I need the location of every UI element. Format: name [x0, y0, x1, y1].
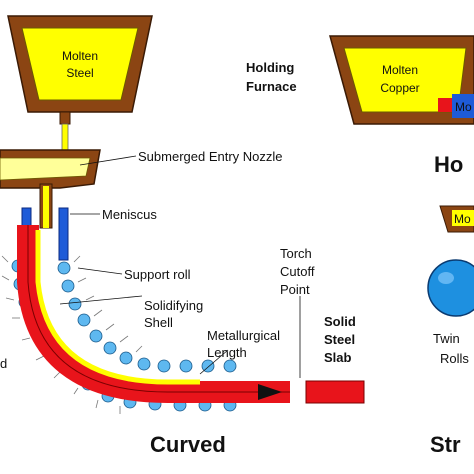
horizontal-caster-title-cut: Ho: [434, 152, 463, 177]
molten-copper-label-line1: Molten: [382, 63, 418, 77]
nozzle-flow: [43, 186, 49, 228]
solid-steel-slab: [305, 380, 365, 404]
twin-rolls-label-line2: Rolls: [440, 351, 469, 366]
curved-strand: [17, 225, 290, 403]
strip-caster-tundish: Mo: [439, 205, 474, 233]
meniscus-label: Meniscus: [102, 207, 157, 222]
metallurgical-length-label-line2: Length: [207, 345, 247, 360]
twin-roll: [427, 259, 474, 317]
molten-steel-label-line1: Molten: [62, 49, 98, 63]
solid-steel-slab-label-line2: Steel: [324, 332, 355, 347]
curved-caster-title: Curved: [150, 432, 226, 457]
twin-rolls-label-line1: Twin: [433, 331, 460, 346]
metallurgical-length-label-line1: Metallurgical: [207, 328, 280, 343]
tundish: [0, 149, 101, 189]
torch-cutoff-label-line3: Point: [280, 282, 310, 297]
horizontal-mold-label-cut: Mo: [455, 100, 472, 114]
solid-steel-slab-label-line3: Slab: [324, 350, 352, 365]
support-roll-label: Support roll: [124, 267, 191, 282]
furnace-outlet: [438, 98, 452, 112]
molten-steel-label-line2: Steel: [66, 66, 93, 80]
torch-cutoff-label-line2: Cutoff: [280, 264, 315, 279]
leader-lines: [59, 155, 301, 378]
casting-direction-arrow: [258, 384, 282, 400]
cooling-spray-marks: [1, 255, 143, 414]
submerged-entry-nozzle-label: Submerged Entry Nozzle: [138, 149, 283, 164]
molten-copper-label-line2: Copper: [380, 81, 419, 95]
solid-steel-slab-label-line1: Solid: [324, 314, 356, 329]
holding-furnace: Molten Copper Mo: [329, 35, 474, 125]
strip-mold-label-cut: Mo: [454, 212, 471, 226]
holding-furnace-label-line2: Furnace: [246, 79, 297, 94]
cut-off-left-label: d: [0, 356, 7, 371]
solidifying-shell-label-line2: Shell: [144, 315, 173, 330]
torch-cutoff-label-line1: Torch: [280, 246, 312, 261]
holding-furnace-label-line1: Holding: [246, 60, 294, 75]
steel-ladle: Molten Steel: [7, 15, 153, 113]
mold-right-plate: [58, 207, 69, 261]
strip-caster-title-cut: Str: [430, 432, 461, 457]
solidifying-shell-label-line1: Solidifying: [144, 298, 203, 313]
horizontal-mold: [452, 94, 474, 118]
ladle-shroud: [59, 111, 71, 125]
